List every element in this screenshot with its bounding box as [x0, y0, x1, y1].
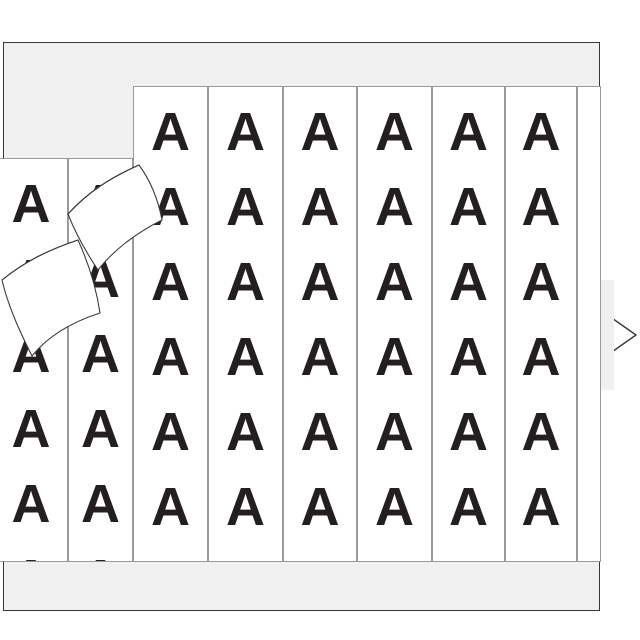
- label-cell-letter: A: [375, 102, 414, 162]
- strip-8-blank[interactable]: [577, 86, 601, 562]
- label-cell-letter: A: [300, 402, 340, 462]
- label-cell-letter: A: [226, 327, 265, 387]
- label-cell-letter: A: [226, 102, 265, 162]
- label-cell-letter: A: [81, 474, 120, 534]
- label-cell-letter: A: [521, 252, 561, 312]
- label-cell-letter: A: [151, 252, 190, 312]
- label-cell-letter: A: [226, 252, 265, 312]
- label-cell-letter: A: [521, 102, 561, 162]
- label-cell-letter: A: [375, 477, 414, 537]
- label-cell-letter: A: [449, 177, 488, 237]
- label-cell-letter: A: [300, 177, 340, 237]
- peeled-label-upper[interactable]: [66, 160, 196, 280]
- label-cell-letter: A: [300, 327, 340, 387]
- label-cell-letter: A: [521, 327, 561, 387]
- label-cell-letter: A: [0, 552, 67, 561]
- label-cell-letter: A: [226, 477, 265, 537]
- label-cell-letter: A: [11, 174, 51, 234]
- label-cell-letter: A: [81, 399, 120, 459]
- label-cell-letter: A: [375, 402, 414, 462]
- label-cell-letter: A: [375, 252, 414, 312]
- label-cell-letter: A: [449, 252, 488, 312]
- label-cell-letter: A: [449, 402, 488, 462]
- label-cell-letter: A: [375, 327, 414, 387]
- label-cell-letter: A: [11, 474, 51, 534]
- label-cell-letter: A: [151, 102, 190, 162]
- label-cell-letter: A: [226, 402, 265, 462]
- peeled-label-lower[interactable]: [0, 228, 141, 373]
- label-cell-letter: A: [300, 477, 340, 537]
- label-cell-letter: A: [449, 477, 488, 537]
- label-cell-letter: A: [449, 102, 488, 162]
- label-cell-letter: A: [151, 477, 190, 537]
- label-cell-letter: A: [81, 324, 120, 384]
- label-cell-letter: A: [151, 327, 190, 387]
- label-cell-letter: A: [300, 252, 340, 312]
- label-cell-letter: A: [521, 402, 561, 462]
- label-cell-letter: A: [521, 477, 561, 537]
- label-cell-letter: A: [521, 177, 561, 237]
- label-cell-letter: A: [300, 102, 340, 162]
- label-cell-letter: A: [226, 177, 265, 237]
- label-cell-letter: A: [11, 399, 51, 459]
- label-cell-letter: A: [151, 402, 190, 462]
- label-cell-letter: A: [69, 552, 132, 561]
- label-cell-letter: A: [375, 177, 414, 237]
- label-cell-letter: A: [449, 327, 488, 387]
